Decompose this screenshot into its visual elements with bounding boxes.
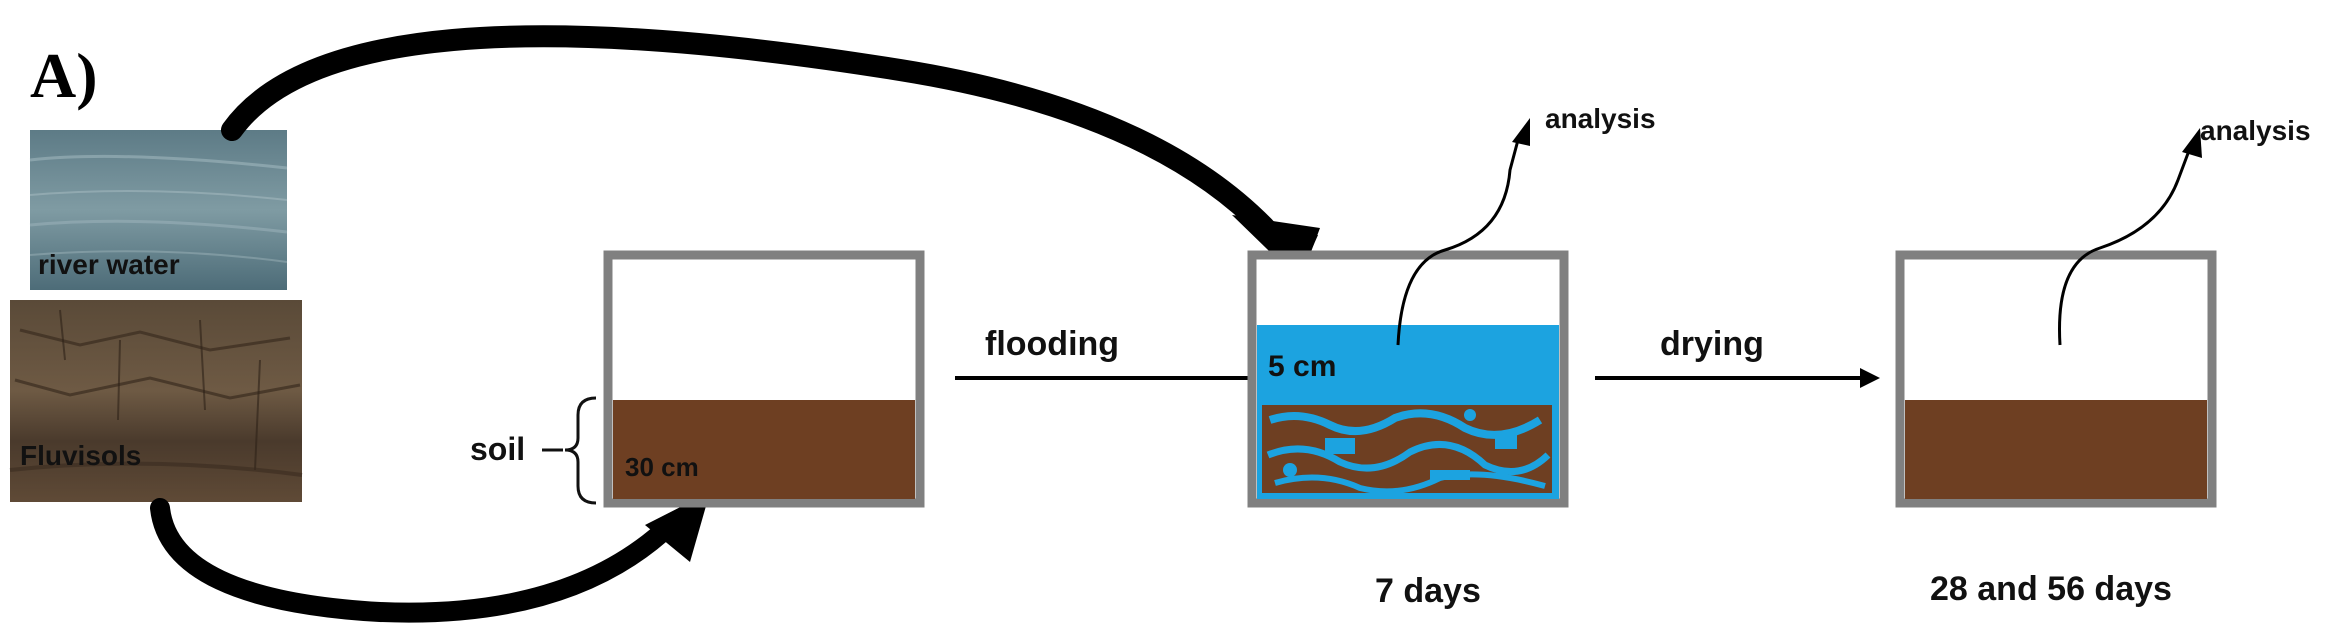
time-label-1: 7 days xyxy=(1375,572,1481,610)
analysis-arrow-2: analysis xyxy=(2058,115,2311,346)
panel-label: A) xyxy=(30,40,98,111)
container-dried xyxy=(1895,250,2217,508)
container-flooded: 5 cm xyxy=(1247,250,1569,508)
drying-arrow: drying xyxy=(1595,325,1880,388)
soil-depth-label: 30 cm xyxy=(625,452,699,482)
flooding-label: flooding xyxy=(985,325,1119,363)
container-soil: 30 cm xyxy=(603,250,925,508)
soil-to-container-arrow xyxy=(150,492,710,623)
flooding-arrow: flooding xyxy=(955,325,1268,388)
drying-label: drying xyxy=(1660,325,1764,363)
analysis-label-2: analysis xyxy=(2200,115,2311,146)
time-label-2: 28 and 56 days xyxy=(1930,570,2172,608)
soil-bracket: soil xyxy=(470,396,597,505)
fluvisols-label: Fluvisols xyxy=(20,440,141,471)
flooded-soil-layer xyxy=(1262,405,1552,495)
river-water-photo: river water xyxy=(29,130,288,290)
river-water-label: river water xyxy=(38,249,180,280)
analysis-label-1: analysis xyxy=(1545,103,1656,134)
river-to-flooding-arrow xyxy=(221,25,1320,281)
soil-profile-photo: Fluvisols xyxy=(9,300,303,502)
soil-label: soil xyxy=(470,431,525,467)
analysis-arrow-1: analysis xyxy=(1396,103,1656,346)
water-depth-label: 5 cm xyxy=(1268,350,1336,383)
